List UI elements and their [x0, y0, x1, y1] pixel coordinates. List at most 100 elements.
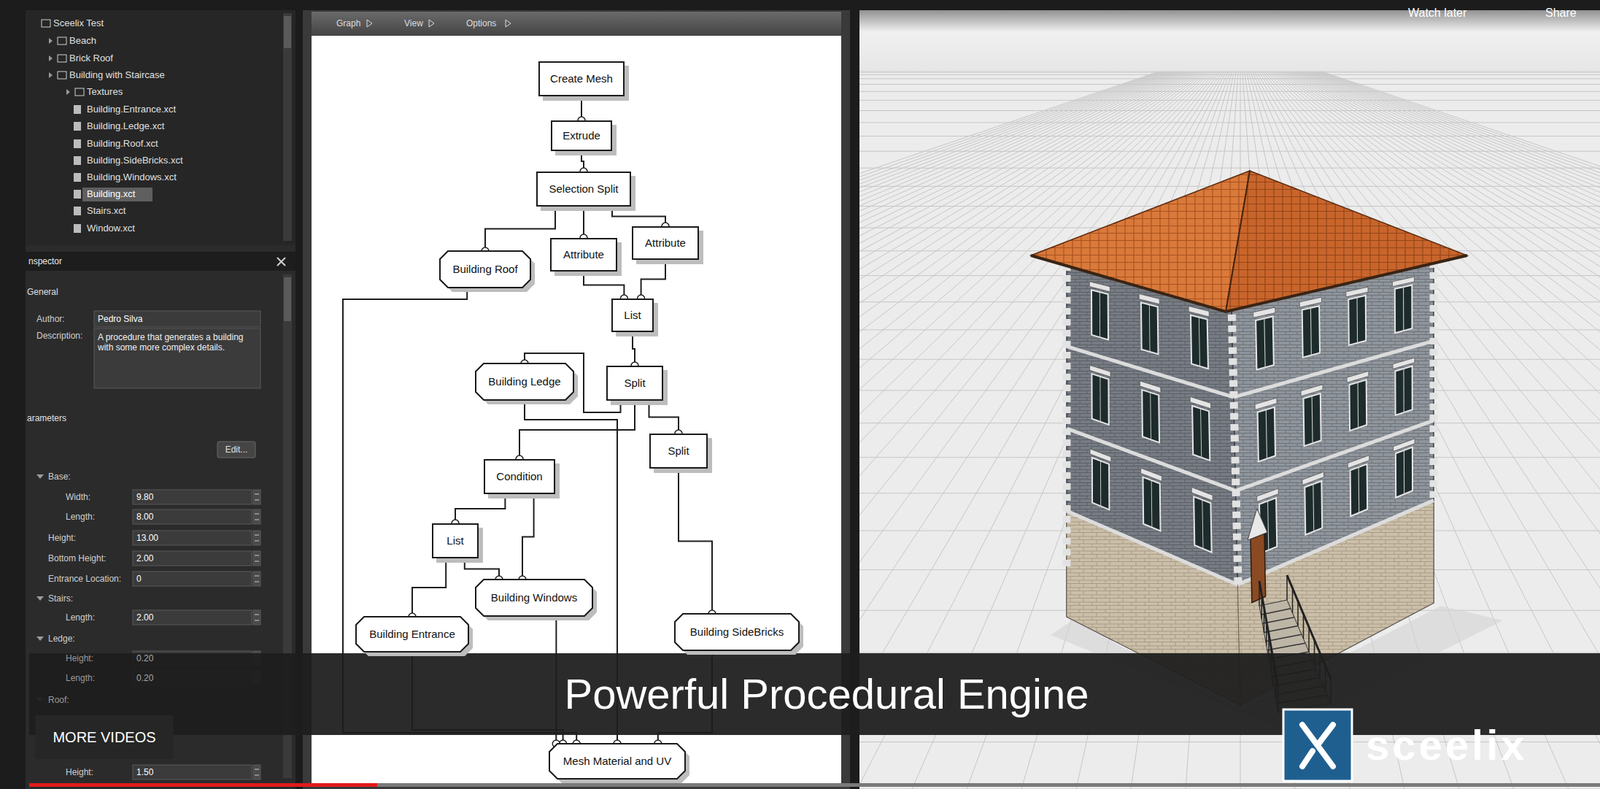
expand-arrow [36, 636, 44, 641]
grid-line [859, 135, 1600, 137]
window-mullion [1151, 480, 1153, 528]
window [1141, 302, 1158, 355]
spinner [253, 609, 261, 625]
process-node: Split [649, 433, 708, 469]
connector [485, 206, 556, 251]
field-label: Author: [36, 313, 65, 324]
process-node: List [611, 298, 654, 332]
folder-icon [57, 71, 67, 79]
process-node: Selection Split [536, 171, 632, 207]
compound-node: Building SideBricks [674, 613, 799, 651]
connector [649, 400, 680, 434]
railing-post [1308, 626, 1310, 652]
window-lintel [1302, 471, 1325, 485]
connector [464, 558, 500, 580]
tree-item: Stairs.xct [86, 205, 126, 217]
number-field [132, 489, 252, 505]
window [1193, 496, 1212, 552]
top-strip [0, 0, 1600, 11]
connector [583, 271, 624, 299]
field-value: Pedro Silva [97, 313, 143, 324]
window-lintel [1253, 307, 1276, 318]
field-label: Width: [65, 491, 91, 502]
window [1255, 316, 1274, 370]
button-label: Edit... [225, 444, 249, 455]
spinner [253, 550, 261, 566]
window [1304, 480, 1323, 535]
number-field [132, 530, 252, 546]
node-outline [475, 363, 574, 400]
window-mullion [1312, 483, 1314, 532]
grid-line [859, 91, 1600, 92]
process-node: Condition [483, 458, 556, 494]
door-pediment [1247, 508, 1268, 540]
close-icon [277, 257, 286, 266]
window-mullion [1200, 408, 1202, 458]
window [1192, 405, 1210, 461]
wall-right [1231, 261, 1434, 705]
expand-arrow [48, 37, 53, 44]
video-caption: Powerful Procedural Engine [564, 668, 1090, 720]
window-lintel [1254, 397, 1277, 410]
ledge [1235, 420, 1434, 491]
spinner-mark [254, 555, 260, 562]
window-mullion [1099, 376, 1101, 422]
grid-line [859, 121, 1600, 123]
menu-item: Options [466, 18, 497, 29]
window [1394, 366, 1412, 416]
file-icon [73, 223, 81, 233]
window [1257, 407, 1276, 462]
process-node: Attribute [631, 226, 699, 260]
panel-title: nspector [28, 256, 63, 267]
tree-item: Building with Staircase [69, 69, 165, 81]
logo-text: sceelix [1365, 719, 1528, 771]
node-label: Attribute [563, 248, 605, 262]
field-label: Length: [65, 612, 95, 623]
group-label: Stairs: [48, 593, 73, 604]
process-node: Split [606, 365, 664, 401]
roof-eave [1030, 255, 1468, 312]
window-mullion [1310, 307, 1312, 356]
menu-item: Graph [336, 18, 361, 29]
number-field [132, 571, 252, 586]
spinner-mark [254, 513, 260, 520]
video-control: Share [1545, 5, 1577, 20]
window [1092, 457, 1110, 510]
window-lintel [1393, 438, 1416, 452]
railing-post [1261, 593, 1263, 619]
node-label: Selection Split [548, 182, 618, 196]
grid-line [859, 78, 1600, 79]
window-mullion [1265, 409, 1268, 459]
ledge [1066, 510, 1238, 585]
compound-node: Building Ledge [475, 363, 574, 400]
spinner-mark [254, 768, 260, 775]
field-label: Entrance Location: [48, 573, 122, 584]
file-icon [73, 156, 81, 165]
corner-quoins [1063, 264, 1072, 568]
stair-step [1265, 634, 1302, 641]
expand-arrow [36, 474, 44, 479]
number-field [132, 764, 252, 780]
scroll-thumb [283, 16, 292, 49]
scroll-thumb [283, 277, 292, 322]
expand-arrow [48, 55, 53, 62]
field-value: 1.50 [136, 766, 154, 778]
field-label: Description: [36, 330, 83, 341]
window-mullion [1403, 368, 1404, 413]
spinner [253, 489, 261, 505]
video-control: Watch later [1408, 5, 1467, 20]
window-lintel [1299, 296, 1322, 308]
node-label: List [623, 308, 641, 322]
menu-arrow [366, 19, 373, 27]
tree-icons [36, 19, 84, 702]
node-outline [674, 613, 799, 651]
tree-item: Brick Roof [69, 52, 114, 65]
tree-item: Building.Ledge.xct [86, 120, 165, 133]
tree-item: Window.xct [86, 222, 135, 235]
field-label: Bottom Height: [48, 553, 106, 564]
node-label: Mesh Material and UV [563, 754, 672, 768]
railing-post [1303, 613, 1305, 639]
file-icon [73, 189, 81, 199]
connector [632, 331, 635, 366]
folder-icon [75, 88, 84, 96]
